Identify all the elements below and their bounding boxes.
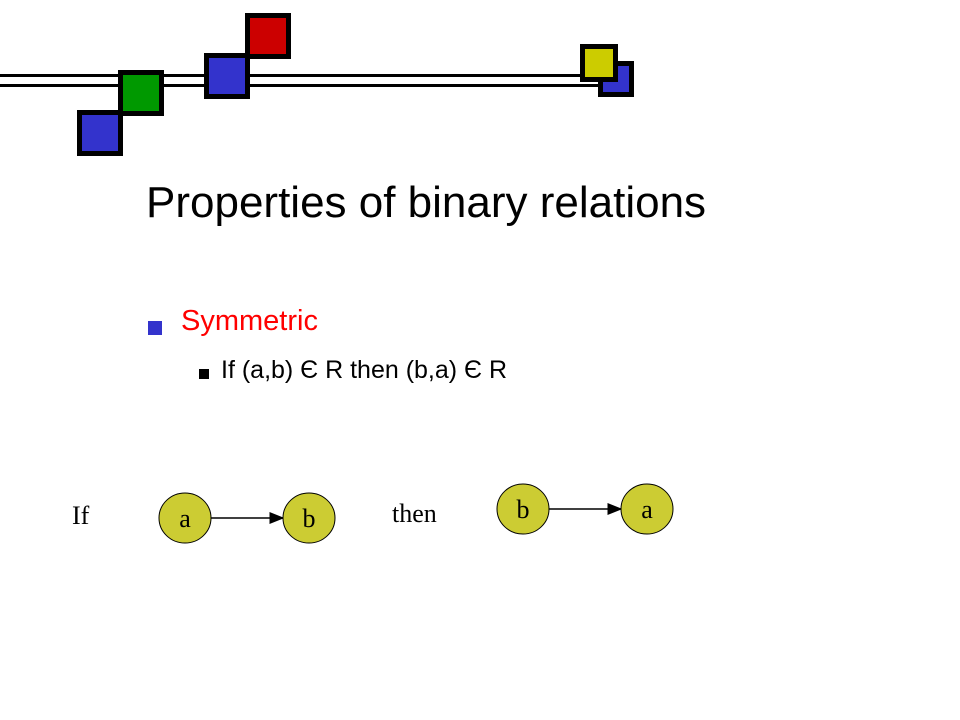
bullet-square-icon xyxy=(199,369,209,379)
node-a xyxy=(620,483,674,535)
node-a xyxy=(158,492,212,544)
node-b xyxy=(282,492,336,544)
bullet-symmetric: Symmetric xyxy=(181,305,318,337)
then-label: then xyxy=(392,499,437,528)
bullet-square-icon xyxy=(148,321,162,335)
blue-square-decoration xyxy=(204,53,250,99)
red-square-decoration xyxy=(245,13,291,59)
node-b-label: b xyxy=(517,495,530,524)
blue-square-decoration xyxy=(77,110,123,156)
node-b-label: b xyxy=(303,504,316,533)
green-square-decoration xyxy=(118,70,164,116)
if-label: If xyxy=(72,501,90,530)
yellow-square-decoration xyxy=(580,44,618,82)
node-b xyxy=(496,483,550,535)
bullet-definition: If (a,b) Є R then (b,a) Є R xyxy=(221,356,508,384)
node-a-label: a xyxy=(179,504,191,533)
header-rule-top xyxy=(0,74,600,77)
header-rule-bottom xyxy=(0,84,600,87)
node-a-label: a xyxy=(641,495,653,524)
slide-title: Properties of binary relations xyxy=(146,178,707,227)
